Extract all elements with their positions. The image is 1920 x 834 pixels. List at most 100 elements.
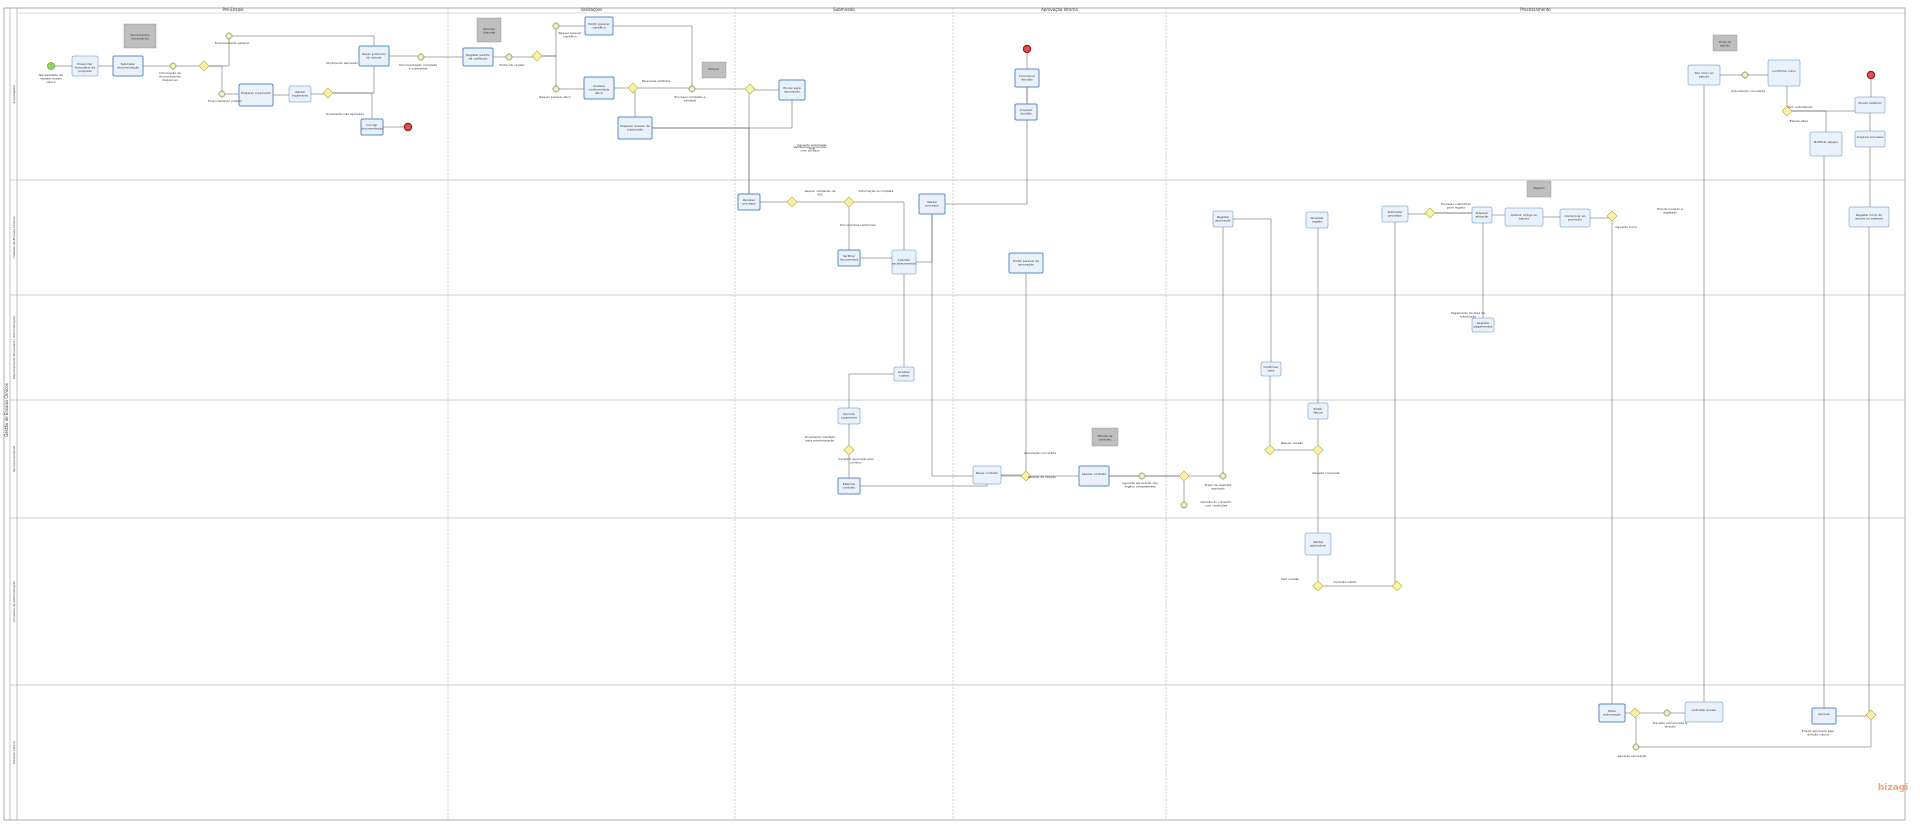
gateway-g4[interactable]	[627, 82, 639, 94]
end-event[interactable]	[403, 122, 413, 132]
gateway-g3[interactable]	[531, 50, 543, 62]
gateway-g1[interactable]	[198, 60, 210, 72]
intermediate-event[interactable]	[417, 53, 425, 61]
gateway-g5[interactable]	[744, 83, 756, 95]
gateway-g10[interactable]	[1178, 470, 1190, 482]
task-t6[interactable]	[360, 118, 384, 136]
gateway-g7[interactable]	[843, 196, 855, 208]
gateway-g19[interactable]	[1865, 709, 1877, 721]
task-t41[interactable]	[1684, 701, 1724, 723]
intermediate-event-ring	[1633, 744, 1639, 750]
task-t40[interactable]	[1598, 703, 1626, 723]
lane-label: Serviços Jurídicos	[12, 445, 16, 472]
task-t38[interactable]	[1854, 130, 1886, 148]
gateway-g14[interactable]	[1391, 580, 1403, 592]
task-t19[interactable]	[972, 465, 1002, 485]
start-event[interactable]	[47, 62, 55, 70]
task-t32[interactable]	[1559, 208, 1591, 228]
task-t26[interactable]	[1260, 361, 1282, 377]
task-t39[interactable]	[1848, 206, 1890, 228]
intermediate-event[interactable]	[688, 85, 696, 93]
task-t14[interactable]	[891, 249, 917, 275]
task-label: Rever contrato	[976, 471, 998, 475]
gateway-g18[interactable]	[1629, 707, 1641, 719]
gateway-g17[interactable]	[1781, 105, 1793, 117]
gateway-g8[interactable]	[843, 444, 855, 456]
intermediate-event[interactable]	[1219, 472, 1227, 480]
end-event[interactable]	[1022, 44, 1032, 54]
intermediate-event[interactable]	[552, 22, 560, 30]
task-t11[interactable]	[778, 79, 806, 101]
task-t30[interactable]	[1471, 206, 1493, 224]
task-t5[interactable]	[288, 85, 312, 103]
phase-label: Pré-Ensaio	[223, 7, 245, 12]
task-t4[interactable]	[238, 83, 274, 107]
gateway-g6[interactable]	[786, 196, 798, 208]
task-t33[interactable]	[1471, 317, 1495, 333]
task-t2[interactable]	[112, 55, 144, 77]
task-t29[interactable]	[1381, 205, 1409, 223]
task-t27[interactable]	[1307, 402, 1329, 420]
task-t15[interactable]	[918, 193, 946, 215]
intermediate-event-ring	[553, 23, 559, 29]
intermediate-event[interactable]	[1138, 472, 1146, 480]
intermediate-event[interactable]	[218, 90, 226, 98]
task-t36[interactable]	[1809, 131, 1843, 157]
task-t12[interactable]	[737, 193, 761, 211]
task-t22[interactable]	[1008, 252, 1044, 274]
task-t7[interactable]	[462, 47, 494, 67]
gateway-g16[interactable]	[1606, 210, 1618, 222]
intermediate-event[interactable]	[225, 32, 233, 40]
task-t42[interactable]	[1811, 707, 1837, 725]
task-t31[interactable]	[1504, 207, 1544, 227]
task-t23[interactable]	[1078, 465, 1110, 487]
task-t25[interactable]	[1305, 211, 1329, 229]
task-t3[interactable]	[358, 45, 390, 67]
task-t13[interactable]	[837, 249, 861, 267]
task-t8[interactable]	[584, 16, 614, 36]
gateway-g2[interactable]	[322, 87, 334, 99]
annotation-text: Parecer	[708, 67, 720, 71]
intermediate-event[interactable]	[1180, 501, 1188, 509]
lane-label: Departamento Financeiro / Administração	[12, 316, 16, 379]
intermediate-event[interactable]	[552, 85, 560, 93]
task-t10[interactable]	[617, 116, 653, 140]
task-t18[interactable]	[837, 477, 861, 495]
intermediate-event[interactable]	[1632, 743, 1640, 751]
gateway-g15[interactable]	[1424, 207, 1436, 219]
task-t16[interactable]	[893, 366, 915, 382]
task-t35[interactable]	[1767, 59, 1801, 87]
intermediate-event[interactable]	[505, 53, 513, 61]
task-t9[interactable]	[583, 76, 615, 100]
intermediate-event[interactable]	[1741, 71, 1749, 79]
task-t17[interactable]	[837, 407, 861, 425]
task-t28[interactable]	[1304, 532, 1332, 556]
task-t37[interactable]	[1854, 96, 1886, 114]
intermediate-event[interactable]	[1663, 709, 1671, 717]
gateway-g12[interactable]	[1312, 444, 1324, 456]
end-event[interactable]	[1866, 70, 1876, 80]
gateway-g9[interactable]	[1020, 470, 1032, 482]
intermediate-event[interactable]	[169, 62, 177, 70]
gateway-g13[interactable]	[1312, 580, 1324, 592]
task-t21[interactable]	[1014, 103, 1038, 121]
lane-label: Conselho de Administração	[12, 581, 16, 622]
task-t20[interactable]	[1014, 68, 1040, 88]
gateway-g11[interactable]	[1264, 444, 1276, 456]
task-t24[interactable]	[1212, 210, 1234, 228]
sequence-flow	[635, 89, 793, 129]
task-t34[interactable]	[1687, 64, 1721, 86]
task-t1[interactable]	[71, 55, 99, 77]
annotation-box	[476, 17, 502, 43]
